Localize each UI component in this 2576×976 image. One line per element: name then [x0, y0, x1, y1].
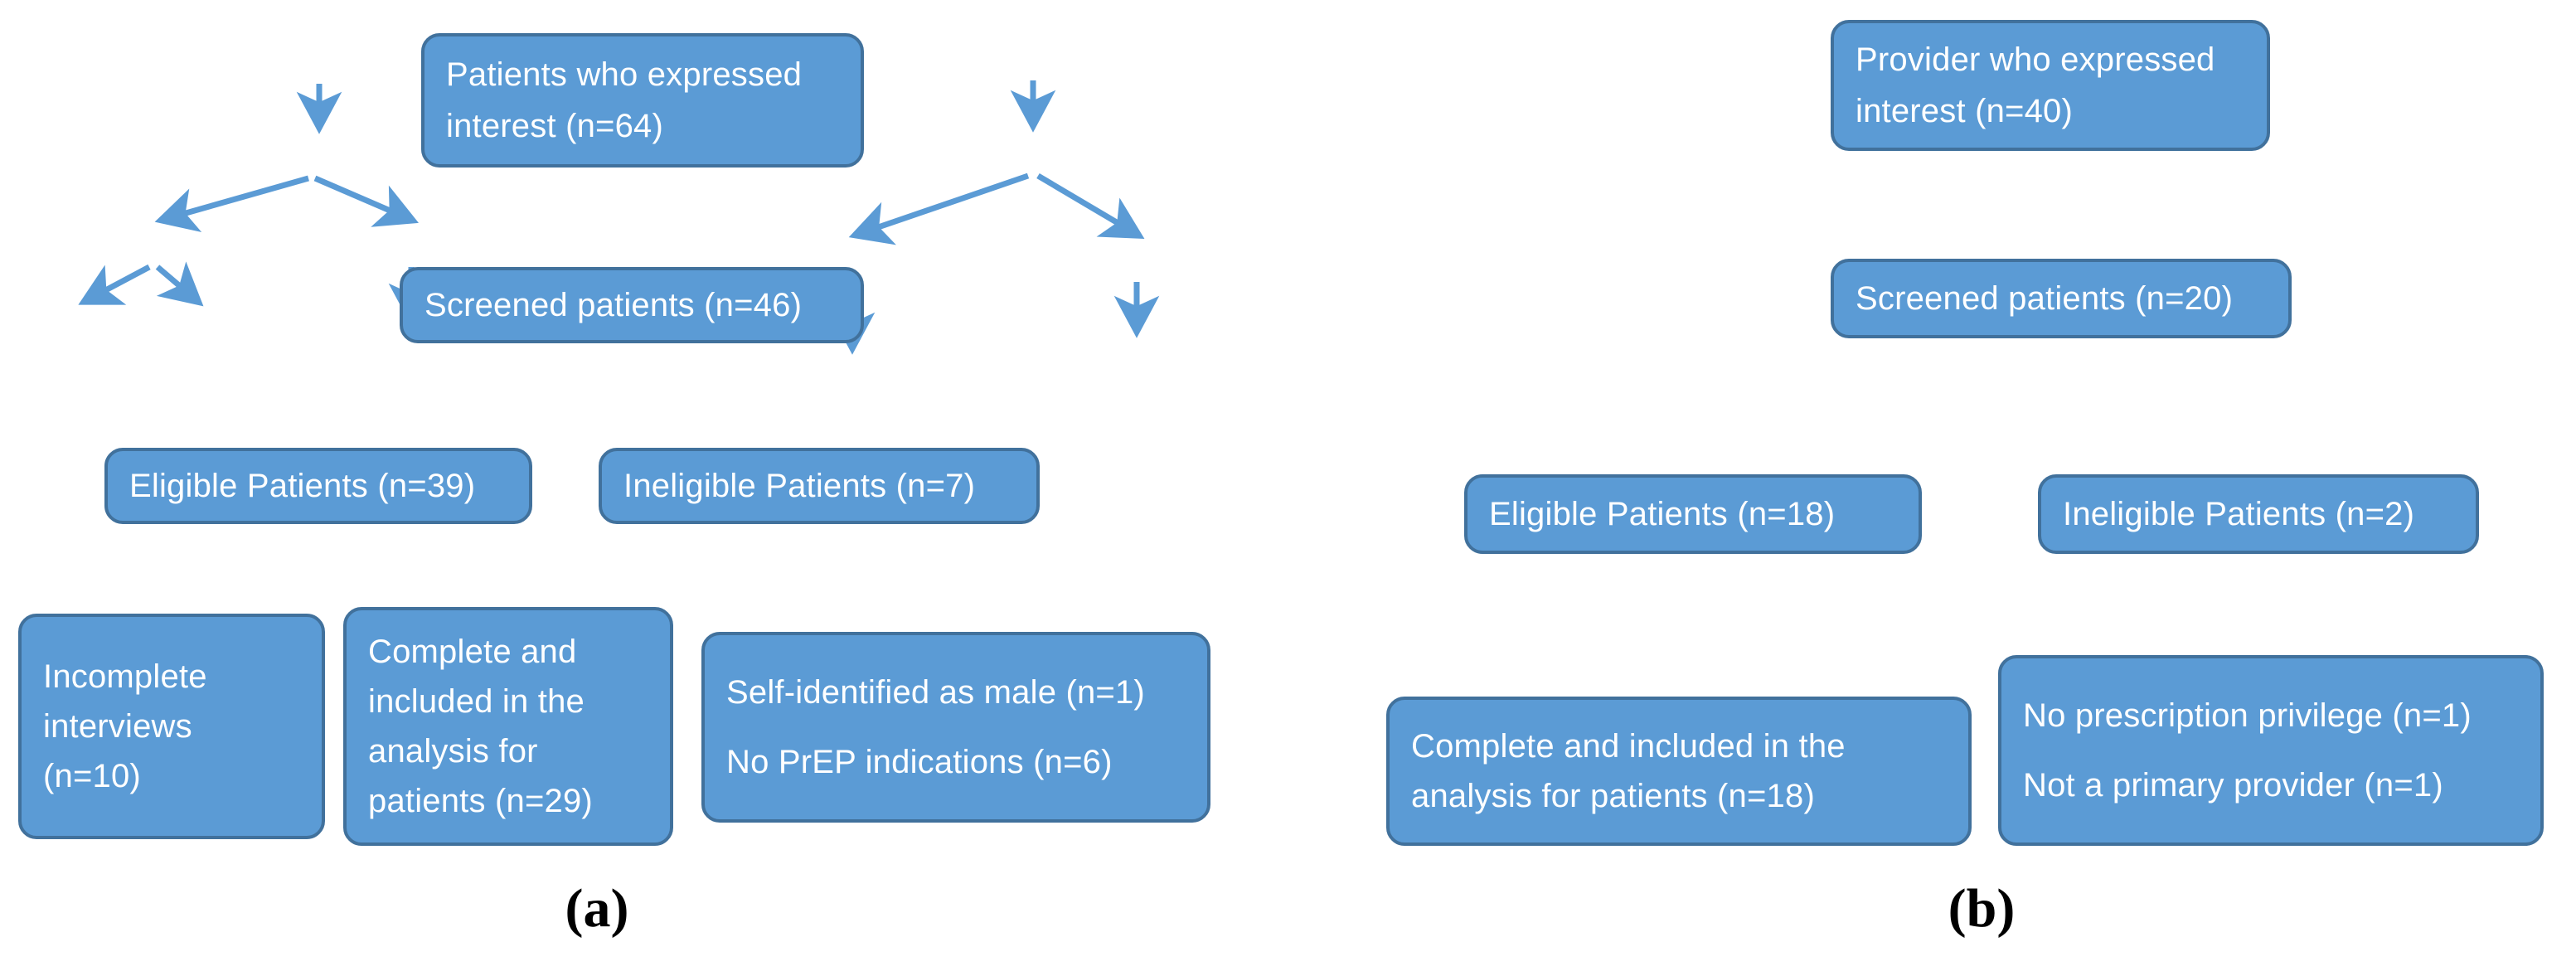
- panel-a-node-eligible[interactable]: Eligible Patients (n=39): [104, 448, 532, 524]
- panel-b-reason-line-1: No prescription privilege (n=1): [2023, 697, 2472, 734]
- panel-a-label: (a): [565, 878, 629, 939]
- panel-a-arrow-screened-to-ineligible: [313, 175, 419, 227]
- panel-a-node-complete[interactable]: Complete and included in the analysis fo…: [343, 607, 673, 846]
- panel-a-arrow-eligible-to-incomplete: [78, 264, 151, 305]
- panel-a-node-screened[interactable]: Screened patients (n=46): [400, 267, 864, 343]
- panel-b-label: (b): [1948, 878, 2016, 939]
- panel-a-arrow-eligible-to-complete: [155, 261, 204, 307]
- panel-b-node-ineligible[interactable]: Ineligible Patients (n=2): [2038, 474, 2479, 554]
- panel-b-arrow-screened-to-eligible: [848, 172, 1030, 245]
- panel-a-node-root[interactable]: Patients who expressed interest (n=64): [421, 33, 864, 168]
- panel-a-reason-line-1: Self-identified as male (n=1): [726, 674, 1145, 711]
- panel-b-node-ineligible-reasons[interactable]: No prescription privilege (n=1) Not a pr…: [1998, 655, 2544, 846]
- panel-a-node-ineligible[interactable]: Ineligible Patients (n=7): [599, 448, 1040, 524]
- reason-spacer: [726, 718, 1186, 736]
- panel-a-reason-line-2: No PrEP indications (n=6): [726, 744, 1113, 780]
- panel-a-node-ineligible-reasons[interactable]: Self-identified as male (n=1) No PrEP in…: [701, 632, 1210, 823]
- panel-a-node-incomplete[interactable]: Incomplete interviews (n=10): [18, 614, 325, 839]
- panel-b-node-complete[interactable]: Complete and included in the analysis fo…: [1386, 697, 1972, 846]
- panel-b-node-root[interactable]: Provider who expressed interest (n=40): [1831, 20, 2270, 151]
- panel-b-arrow-screened-to-ineligible: [1036, 172, 1145, 239]
- reason-spacer: [2023, 741, 2519, 760]
- panel-b-reason-line-2: Not a primary provider (n=1): [2023, 767, 2443, 804]
- panel-b-node-screened[interactable]: Screened patients (n=20): [1831, 259, 2292, 338]
- panel-b-node-eligible[interactable]: Eligible Patients (n=18): [1464, 474, 1922, 554]
- panel-a-arrow-screened-to-eligible: [154, 175, 309, 232]
